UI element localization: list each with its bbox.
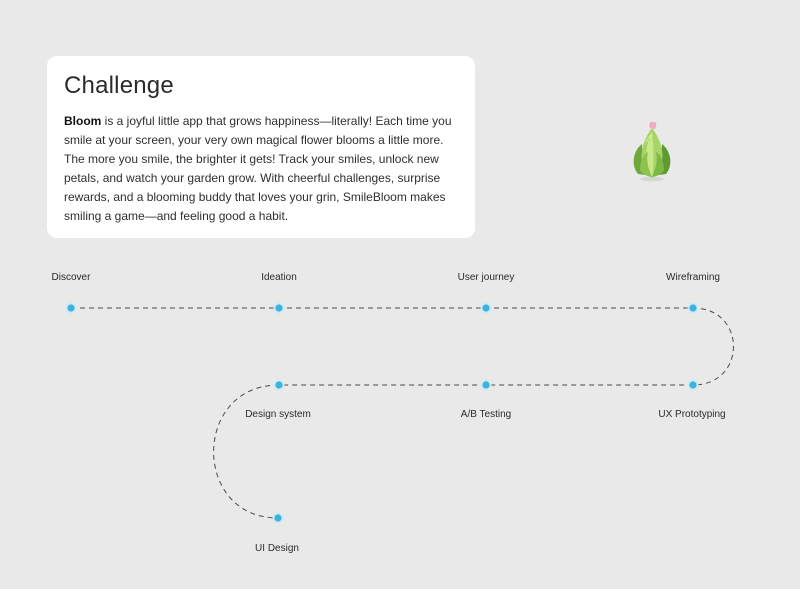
step-node-discover <box>67 304 75 312</box>
step-node-ideation <box>275 304 283 312</box>
step-label-a-b-testing: A/B Testing <box>460 409 512 420</box>
challenge-description: Bloom is a joyful little app that grows … <box>64 112 457 226</box>
step-node-ui-design <box>274 514 282 522</box>
flower-bud-icon <box>633 121 671 182</box>
step-label-design-system: Design system <box>245 409 311 420</box>
step-label-ideation: Ideation <box>261 272 297 283</box>
step-label-discover: Discover <box>51 272 91 283</box>
step-label-ux-prototyping: UX Prototyping <box>658 409 726 420</box>
roadmap-path <box>71 307 734 519</box>
challenge-card: Challenge Bloom is a joyful little app t… <box>47 56 475 238</box>
step-label-ui-design: UI Design <box>255 543 299 554</box>
challenge-title: Challenge <box>64 72 174 99</box>
step-node-design-system <box>275 381 283 389</box>
brand-name: Bloom <box>64 114 102 128</box>
step-label-wireframing: Wireframing <box>666 272 720 283</box>
step-node-a-b-testing <box>482 381 490 389</box>
step-node-wireframing <box>689 304 697 312</box>
challenge-text: is a joyful little app that grows happin… <box>64 114 452 223</box>
step-label-user-journey: User journey <box>457 272 515 283</box>
step-node-user-journey <box>482 304 490 312</box>
step-node-ux-prototyping <box>689 381 697 389</box>
